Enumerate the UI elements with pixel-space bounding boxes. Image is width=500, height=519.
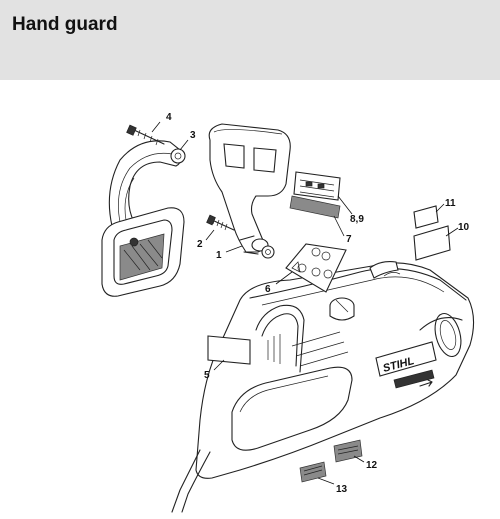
callout-6: 6 bbox=[265, 284, 271, 295]
callout-5: 5 bbox=[204, 370, 210, 381]
leader-lines bbox=[151, 121, 459, 485]
callout-1: 1 bbox=[216, 250, 222, 261]
callout-3: 3 bbox=[190, 130, 196, 141]
parts-diagram: STIHL bbox=[101, 112, 475, 513]
top-knob bbox=[369, 261, 401, 279]
label-6 bbox=[285, 243, 347, 293]
callout-10: 10 bbox=[458, 222, 470, 233]
callout-11: 11 bbox=[445, 198, 456, 209]
screw-2 bbox=[206, 214, 235, 231]
callout-4: 4 bbox=[166, 112, 172, 123]
label-11 bbox=[413, 205, 439, 229]
screw-4 bbox=[126, 124, 165, 146]
guard-bracket bbox=[101, 140, 186, 297]
callout-12: 12 bbox=[366, 460, 378, 471]
label-5 bbox=[207, 335, 251, 365]
label-10 bbox=[413, 225, 451, 261]
header-band: Hand guard bbox=[0, 0, 500, 80]
callout-13: 13 bbox=[336, 484, 348, 495]
callout-2: 2 bbox=[197, 239, 203, 250]
callout-7: 7 bbox=[346, 234, 352, 245]
label-13 bbox=[299, 461, 327, 483]
label-7 bbox=[289, 195, 341, 219]
callout-8-9: 8,9 bbox=[350, 214, 364, 225]
chainsaw-body: STIHL bbox=[171, 262, 475, 513]
oil-cap bbox=[329, 297, 355, 321]
page-title: Hand guard bbox=[12, 14, 118, 35]
hand-guard bbox=[208, 123, 291, 259]
label-8-9 bbox=[293, 171, 341, 201]
